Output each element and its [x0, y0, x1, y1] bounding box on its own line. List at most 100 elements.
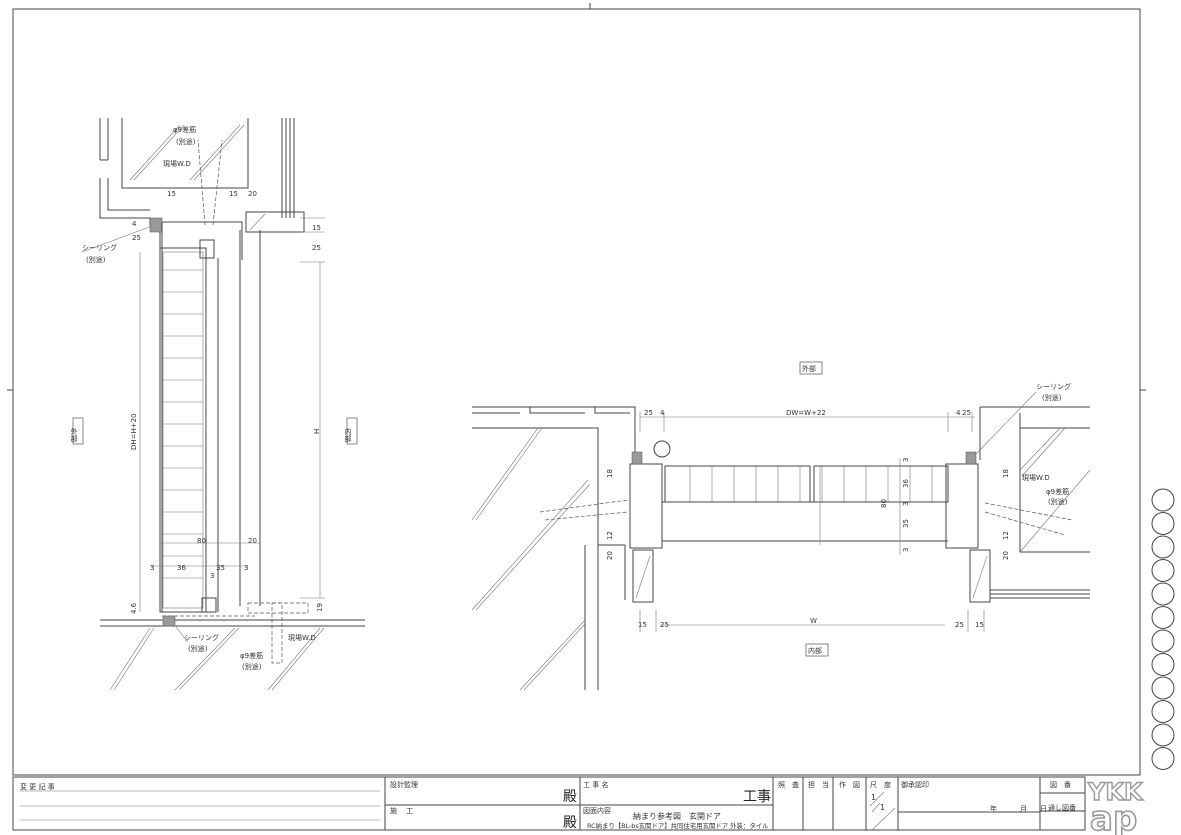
svg-text:工事: 工事 [743, 789, 771, 805]
svg-text:作 図: 作 図 [839, 780, 860, 789]
revision-circle [1151, 488, 1175, 512]
door-leaf [159, 247, 207, 613]
svg-text:変 更 記 事: 変 更 記 事 [20, 782, 55, 791]
svg-text:W: W [810, 617, 817, 625]
revision-circles [1151, 488, 1175, 770]
svg-text:殿: 殿 [563, 789, 577, 805]
title-block: 変 更 記 事 設計監理 殿 施 工 殿 工 事 名 工事 図面内容 納まり参考… [12, 776, 1086, 831]
svg-text:図 番: 図 番 [1050, 781, 1071, 789]
svg-text:15: 15 [229, 190, 238, 198]
svg-text:RC納まり【BL-bs玄関ドア】共同住宅用玄関ドア 外装：タ: RC納まり【BL-bs玄関ドア】共同住宅用玄関ドア 外装：タイル [587, 821, 769, 830]
svg-text:15: 15 [975, 621, 984, 629]
svg-text:19: 19 [316, 603, 324, 612]
svg-text:内部: 内部 [344, 427, 352, 443]
svg-text:殿: 殿 [563, 815, 577, 831]
revision-circle [1151, 747, 1175, 770]
svg-text:1: 1 [871, 793, 876, 802]
svg-text:15: 15 [638, 621, 647, 629]
svg-text:YKK: YKK [1087, 778, 1144, 806]
svg-text:18: 18 [1002, 469, 1010, 478]
ykk-ap-logo: YKK ap [1086, 777, 1144, 835]
svg-text:図面内容: 図面内容 [583, 806, 611, 815]
svg-text:内部: 内部 [808, 646, 822, 655]
svg-text:DW=W+22: DW=W+22 [786, 409, 826, 417]
svg-text:シーリング: シーリング [1036, 382, 1071, 391]
svg-text:35: 35 [216, 564, 225, 572]
svg-text:3: 3 [902, 502, 910, 506]
svg-text:尺 度: 尺 度 [870, 780, 891, 789]
svg-text:4: 4 [132, 220, 137, 228]
svg-text:φ9差筋: φ9差筋 [240, 651, 263, 660]
svg-text:納まり参考図 玄関ドア: 納まり参考図 玄関ドア [633, 811, 721, 821]
svg-text:日: 日 [1040, 805, 1047, 813]
svg-text:3: 3 [210, 572, 214, 580]
svg-text:12: 12 [1002, 531, 1010, 540]
svg-text:年: 年 [990, 804, 997, 813]
svg-text:現場W.D: 現場W.D [288, 633, 316, 642]
svg-text:18: 18 [606, 469, 614, 478]
svg-text:現場W.D: 現場W.D [163, 159, 191, 168]
svg-text:20: 20 [1002, 551, 1010, 560]
sealing-top [149, 217, 163, 233]
revision-circle [1151, 606, 1175, 629]
svg-text:25: 25 [660, 621, 669, 629]
svg-text:DH=H+20: DH=H+20 [130, 413, 138, 450]
svg-text:施 工: 施 工 [390, 806, 413, 815]
revision-circle [1151, 582, 1175, 606]
svg-text:80: 80 [880, 499, 888, 508]
svg-text:36: 36 [177, 564, 186, 572]
sealing-bottom [162, 615, 176, 627]
svg-text:(別途): (別途) [188, 644, 208, 653]
svg-text:1: 1 [880, 803, 885, 812]
svg-text:御承認印: 御承認印 [901, 780, 929, 789]
svg-text:35: 35 [902, 519, 910, 528]
svg-text:3: 3 [244, 564, 248, 572]
svg-text:(別途): (別途) [1048, 497, 1068, 506]
svg-text:3: 3 [902, 548, 910, 552]
svg-text:4: 4 [956, 409, 961, 417]
svg-text:80: 80 [197, 537, 206, 545]
svg-text:H: H [313, 429, 321, 434]
svg-text:20: 20 [248, 537, 257, 545]
svg-text:(別途): (別途) [176, 137, 196, 146]
svg-text:15: 15 [167, 190, 176, 198]
revision-circle [1151, 629, 1175, 653]
svg-text:3: 3 [902, 458, 910, 462]
svg-text:(別途): (別途) [86, 255, 106, 264]
door-leaf-right [813, 465, 949, 503]
svg-text:4.6: 4.6 [130, 602, 138, 614]
svg-text:設計監理: 設計監理 [390, 780, 418, 789]
svg-text:(別途): (別途) [242, 662, 262, 671]
svg-text:シーリング: シーリング [82, 243, 117, 252]
svg-text:(別途): (別途) [1042, 393, 1062, 402]
door-leaf-left [664, 465, 811, 503]
svg-text:3: 3 [150, 564, 154, 572]
svg-text:照 査: 照 査 [778, 780, 799, 789]
sheet-border [12, 8, 1141, 776]
revision-circle [1151, 512, 1175, 535]
svg-text:現場W.D: 現場W.D [1022, 473, 1050, 482]
svg-text:20: 20 [248, 190, 257, 198]
svg-text:担 当: 担 当 [808, 780, 829, 789]
svg-text:25: 25 [955, 621, 964, 629]
horizontal-section: 25 4 DW=W+22 4 25 18 18 12 12 20 20 3 36… [471, 361, 1091, 691]
svg-text:月: 月 [1020, 805, 1027, 813]
svg-text:15: 15 [312, 224, 321, 232]
svg-text:工 事 名: 工 事 名 [583, 780, 608, 789]
svg-text:25: 25 [132, 234, 141, 242]
svg-text:20: 20 [606, 551, 614, 560]
svg-text:25: 25 [644, 409, 653, 417]
revision-circle [1151, 559, 1175, 582]
svg-text:外部: 外部 [802, 364, 816, 373]
revision-circle [1151, 676, 1175, 700]
revision-circle [1151, 535, 1175, 559]
svg-text:25: 25 [312, 244, 321, 252]
vertical-section: 15 15 20 15 25 25 4 DH=H+20 H 80 20 3 36… [70, 118, 365, 691]
svg-text:φ9差筋: φ9差筋 [173, 125, 196, 134]
revision-circle [1151, 700, 1175, 723]
svg-text:36: 36 [902, 479, 910, 488]
svg-text:外部: 外部 [70, 427, 78, 443]
svg-text:φ9差筋: φ9差筋 [1046, 487, 1069, 496]
svg-text:4: 4 [660, 409, 665, 417]
